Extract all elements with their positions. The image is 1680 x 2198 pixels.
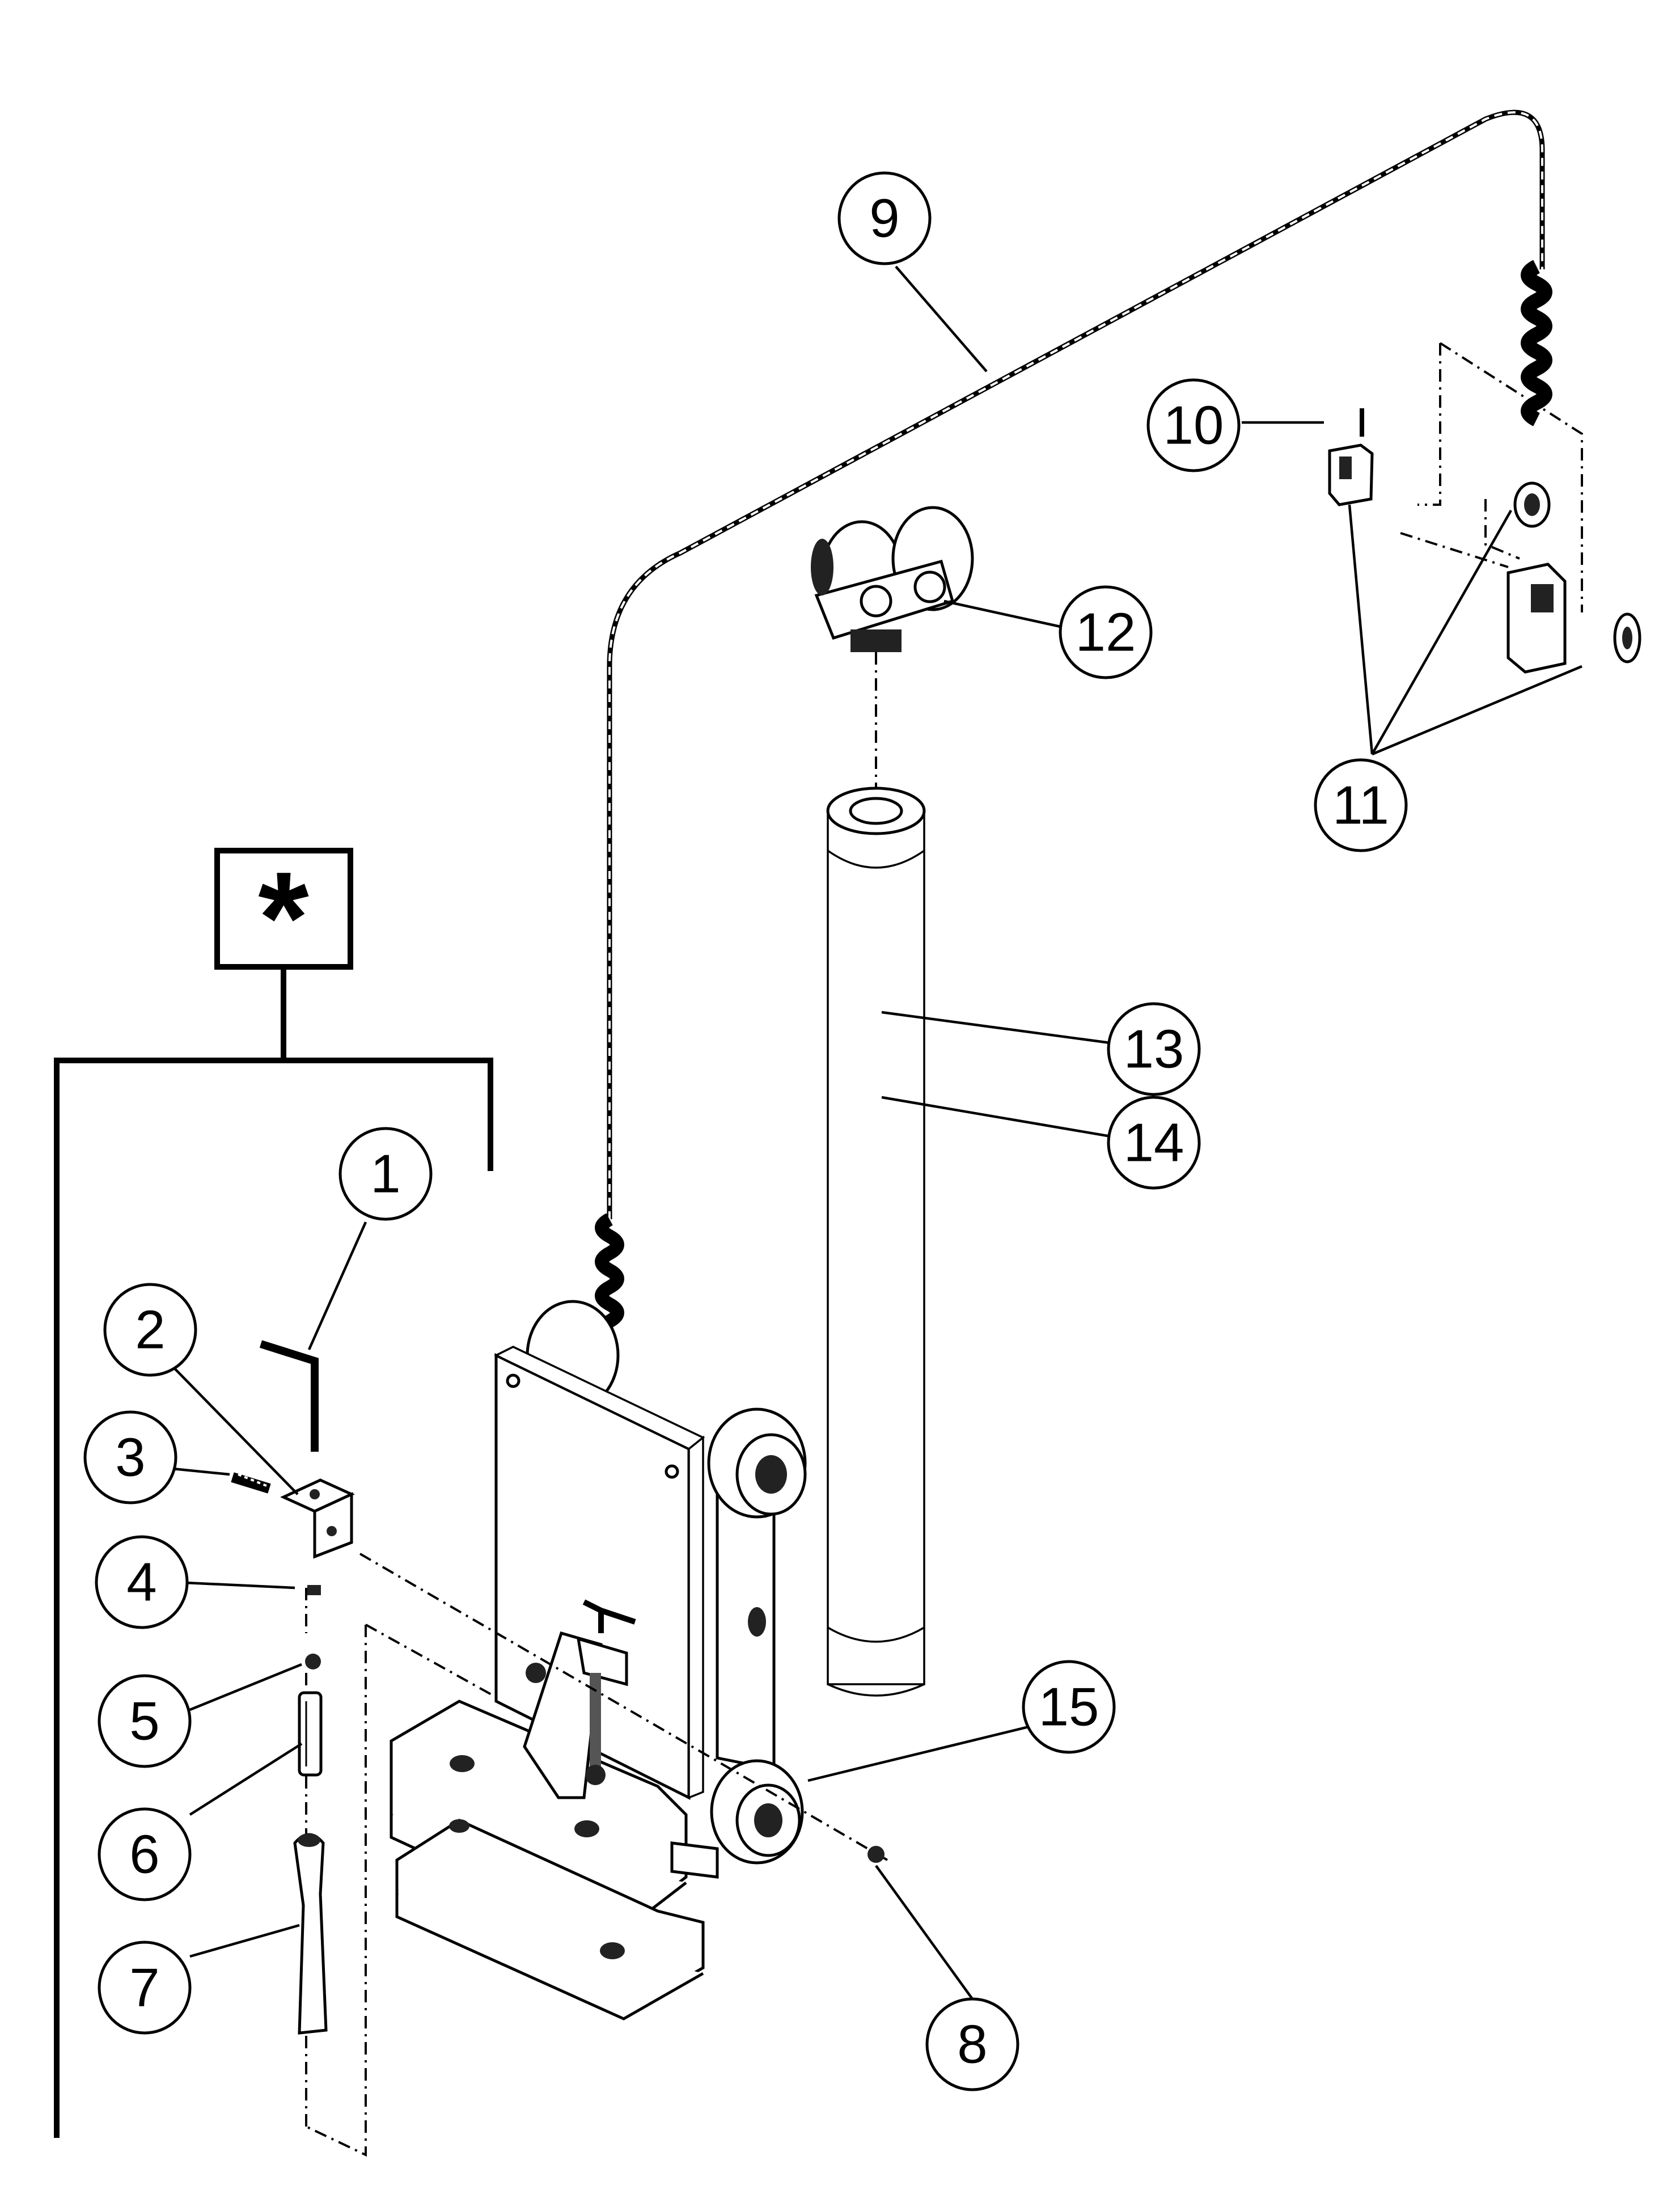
- allen-key-part: [259, 1340, 319, 1452]
- callout-10: 10: [1146, 378, 1241, 472]
- screw-part: [231, 1472, 271, 1494]
- callout-number: 2: [135, 1300, 165, 1360]
- kit-marker-symbol: *: [258, 845, 309, 991]
- callout-12: 12: [1059, 585, 1153, 679]
- callout-number: 14: [1124, 1113, 1184, 1173]
- callout-9: 9: [837, 171, 932, 265]
- callout-5: 5: [98, 1674, 192, 1768]
- assembly-lines-lower: [305, 1553, 888, 2157]
- callout-8: 8: [925, 1997, 1019, 2091]
- small-parts-kit: [231, 1340, 356, 2035]
- callout-14: 14: [1107, 1096, 1201, 1190]
- grip-part: [293, 1833, 328, 2035]
- cable-inner: [608, 111, 1543, 1219]
- callout-number: 6: [129, 1824, 159, 1885]
- callout-4: 4: [95, 1535, 189, 1629]
- callout-number: 4: [126, 1552, 156, 1613]
- callout-number: 3: [115, 1427, 145, 1488]
- kit-marker: *: [54, 845, 493, 2138]
- handle-bracket: [523, 1631, 603, 1799]
- callout-number: 8: [957, 2014, 987, 2075]
- callout-2: 2: [103, 1283, 197, 1377]
- callout-number: 12: [1076, 602, 1136, 663]
- callout-number: 15: [1039, 1677, 1099, 1738]
- callout-number: 10: [1163, 395, 1224, 456]
- callout-number: 11: [1332, 775, 1389, 836]
- connector-parts: [1328, 408, 1641, 674]
- callout-3: 3: [83, 1410, 177, 1504]
- assembly-lines-upper-right: [1400, 342, 1583, 612]
- callout-6: 6: [98, 1807, 192, 1901]
- callout-13: 13: [1107, 1002, 1201, 1096]
- kit-bracket: [54, 967, 493, 2138]
- cable-strain-spring-top: [1521, 260, 1552, 426]
- callout-11: 11: [1314, 758, 1408, 852]
- pin-part: [298, 1691, 323, 1777]
- tube-part: [826, 787, 926, 1697]
- callout-number: 7: [129, 1958, 159, 2018]
- roller-carriage-part: [811, 506, 974, 652]
- callout-1: 1: [338, 1127, 433, 1221]
- cable-assembly: [595, 109, 1552, 1345]
- leader-lines: [166, 265, 1582, 2000]
- trolley-body: [390, 1300, 807, 2021]
- callout-number: 1: [370, 1144, 400, 1204]
- cable-strain-spring-bottom: [595, 1213, 624, 1345]
- nut-part: [307, 1585, 321, 1595]
- ball-part: [305, 1654, 321, 1669]
- callout-number: 5: [129, 1691, 159, 1752]
- callout-bubble: [338, 1127, 433, 1221]
- callout-15: 15: [1022, 1660, 1116, 1754]
- small-nut-part: [867, 1846, 885, 1863]
- callout-7: 7: [98, 1941, 192, 2035]
- connector-housing-part: [1507, 563, 1567, 674]
- callout-number: 9: [869, 188, 899, 249]
- callout-number: 13: [1124, 1019, 1184, 1080]
